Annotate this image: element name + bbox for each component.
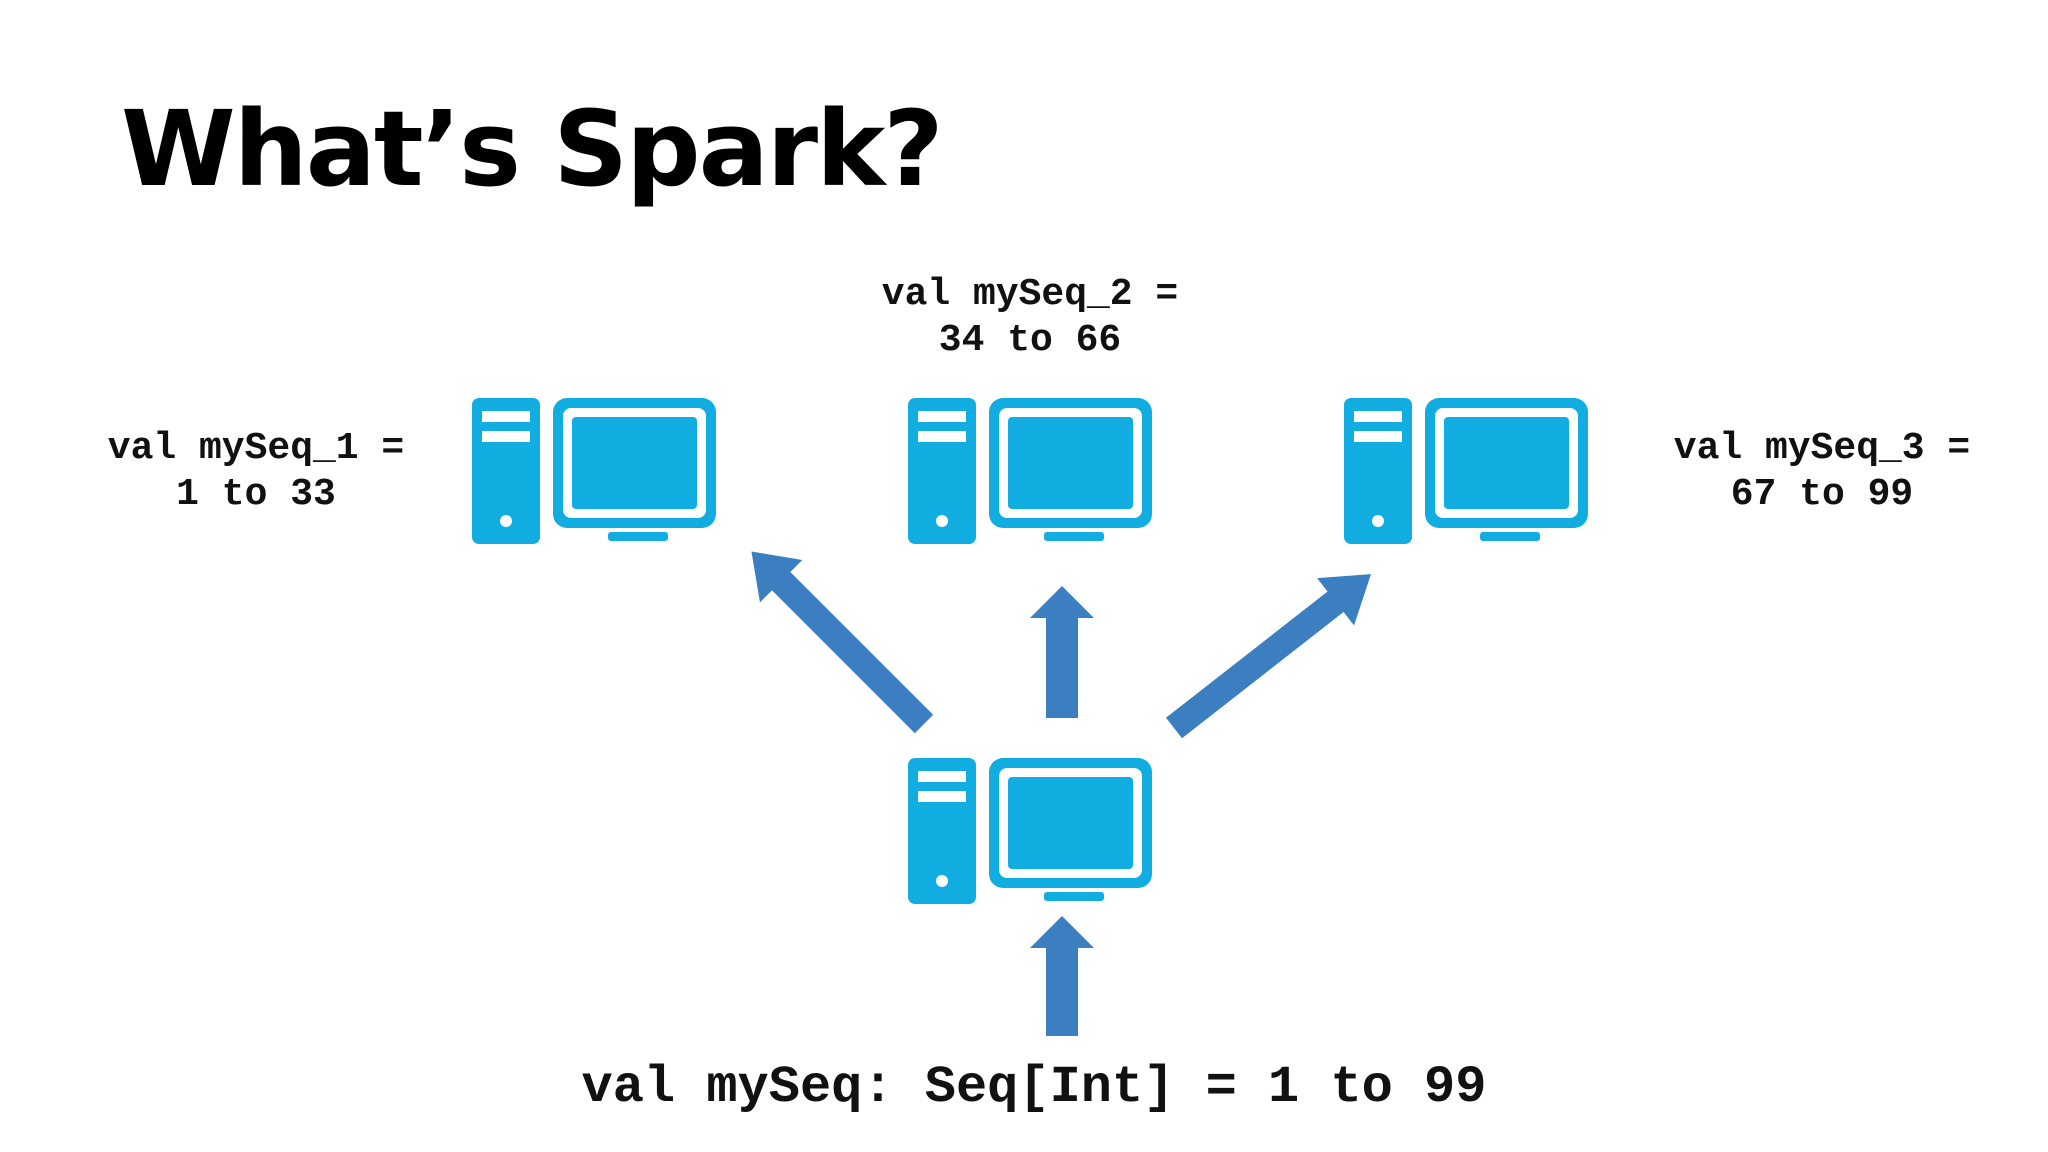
driver-code-line: val mySeq: Seq[Int] = 1 to 99 [581, 1058, 1487, 1117]
arrow-to-worker-3-icon [1165, 574, 1372, 739]
slide-title: What’s Spark? [121, 88, 944, 210]
arrow-to-worker-2-icon [1030, 586, 1094, 718]
arrow-to-worker-1-icon [751, 551, 934, 734]
worker-1-code-line-1: val mySeq_1 = [107, 427, 405, 470]
worker-3-code-label: val mySeq_3 = 67 to 99 [1642, 426, 2002, 518]
worker-2-computer-icon [908, 398, 1152, 544]
worker-3-computer-icon-graphic [1344, 398, 1588, 544]
arrow-to-driver-icon [1030, 916, 1094, 1036]
worker-2-code-line-2: 34 to 66 [938, 319, 1122, 362]
driver-computer-icon-graphic [908, 758, 1152, 904]
worker-2-computer-icon-graphic [908, 398, 1152, 544]
worker-1-computer-icon [472, 398, 716, 544]
worker-1-computer-icon-graphic [472, 398, 716, 544]
worker-2-code-line-1: val mySeq_2 = [881, 273, 1179, 316]
worker-1-code-line-2: 1 to 33 [176, 473, 336, 516]
driver-code-label: val mySeq: Seq[Int] = 1 to 99 [424, 1056, 1644, 1120]
driver-computer-icon [908, 758, 1152, 904]
worker-2-code-label: val mySeq_2 = 34 to 66 [830, 272, 1230, 364]
worker-3-code-line-2: 67 to 99 [1730, 473, 1914, 516]
worker-1-code-label: val mySeq_1 = 1 to 33 [76, 426, 436, 518]
worker-3-code-line-1: val mySeq_3 = [1673, 427, 1971, 470]
worker-3-computer-icon [1344, 398, 1588, 544]
